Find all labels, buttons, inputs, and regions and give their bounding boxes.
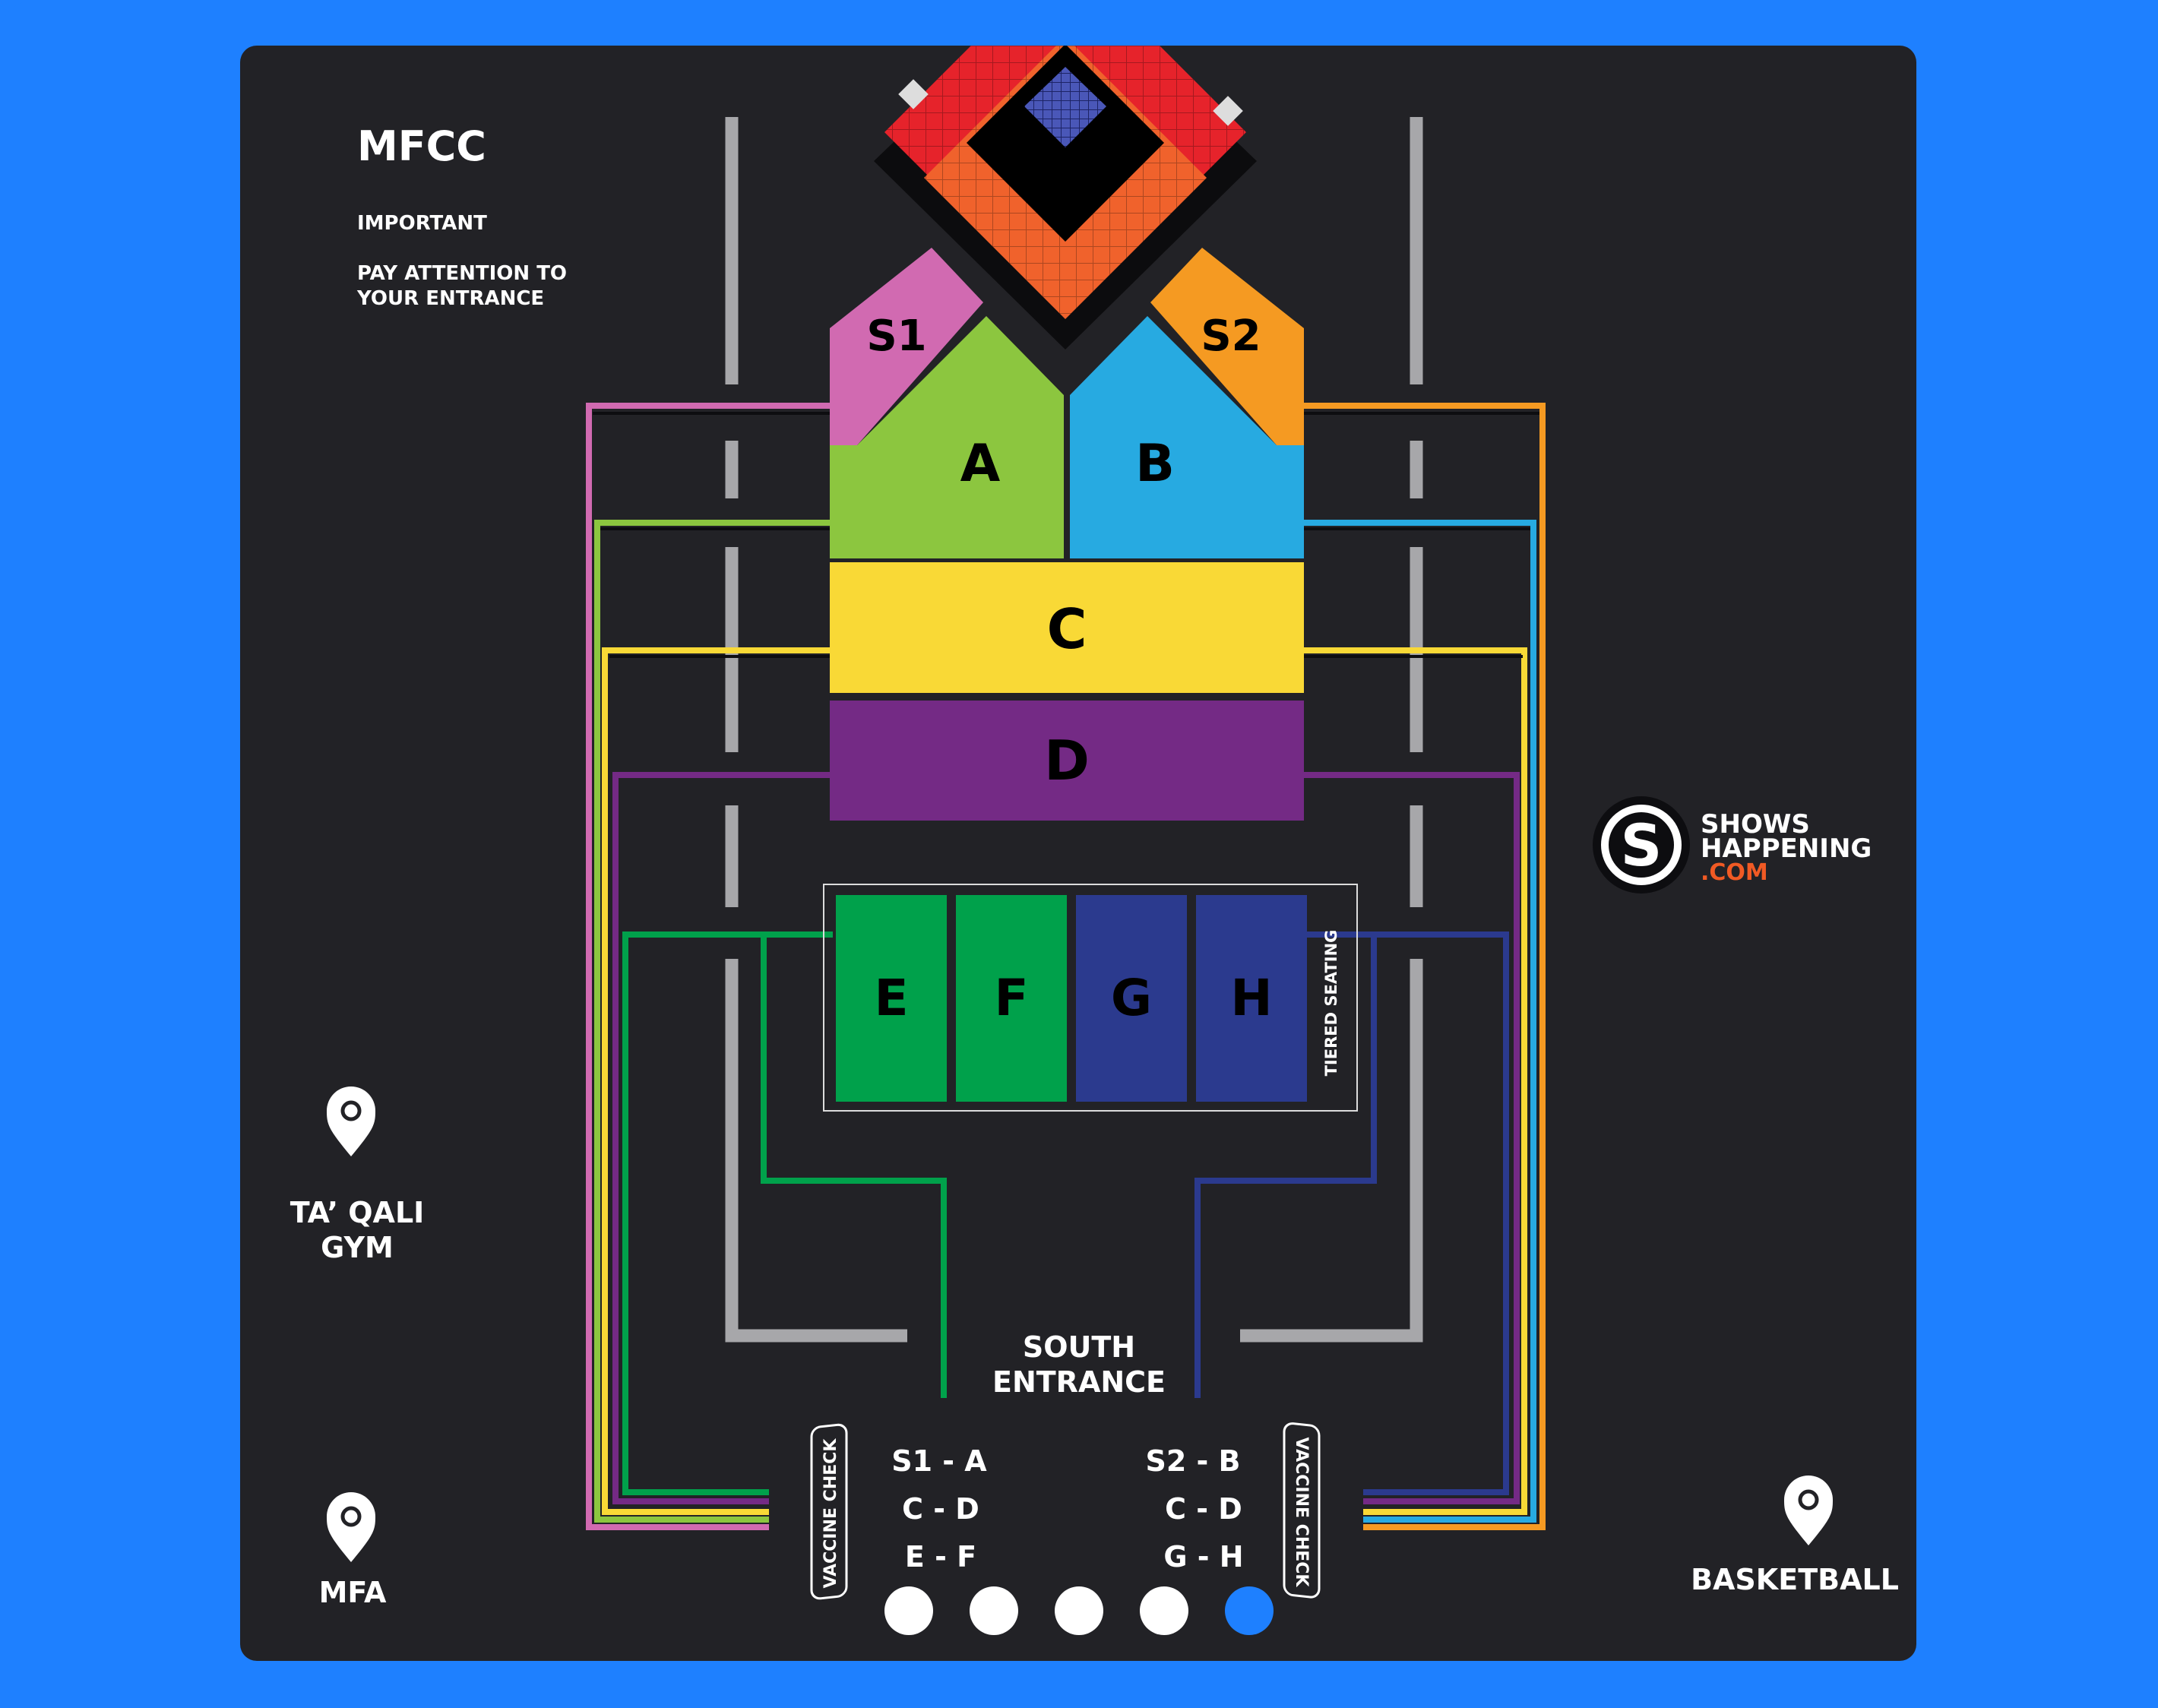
tiered-seating-box [823,884,1358,1112]
notice-line-1: PAY ATTENTION TO [357,262,567,285]
section-s2[interactable] [1150,248,1304,445]
section-e-label: E [874,969,908,1027]
pin-basketball[interactable] [1784,1476,1833,1545]
section-s1[interactable] [830,248,983,445]
section-b[interactable] [1070,316,1304,558]
pagination-dots [884,1586,1274,1635]
vaccine-check-right-label: VACCINE CHECK [1292,1438,1311,1588]
route-left-3: E - F [905,1540,976,1574]
entrance-line-2: ENTRANCE [992,1365,1166,1399]
notice-line-2: YOUR ENTRANCE [356,287,544,310]
section-a[interactable] [830,316,1064,558]
section-f[interactable] [956,895,1067,1102]
section-e[interactable] [836,895,947,1102]
section-c[interactable] [830,562,1304,693]
taqali-gym-line-1: TA’ QALI [290,1196,425,1229]
section-g[interactable] [1076,895,1187,1102]
seating-plan: S1 S2 A B C D E F G H TIERED SEATING MFC… [290,46,1899,1635]
section-g-label: G [1111,969,1152,1027]
section-connectors [593,412,1539,658]
logo-letter: S [1621,811,1663,879]
showshappening-logo[interactable]: S SHOWS HAPPENING .COM [1593,796,1872,894]
tiered-seating-label: TIERED SEATING [1322,930,1340,1077]
venue-title: MFCC [357,122,486,170]
entrance-line-1: SOUTH [1023,1330,1135,1364]
section-b-label: B [1135,434,1175,494]
section-s1-label: S1 [866,312,926,361]
brand-line-1: SHOWS [1701,809,1810,840]
route-right-3: G - H [1163,1540,1243,1574]
brand-line-2: HAPPENING [1701,833,1872,864]
pin-mfa[interactable] [327,1492,375,1562]
pagination-dot-2[interactable] [970,1586,1018,1635]
section-a-label: A [960,434,1001,494]
pagination-dot-1[interactable] [884,1586,933,1635]
vaccine-check-left-label: VACCINE CHECK [821,1438,840,1589]
section-d-label: D [1044,729,1090,792]
arena-court [874,46,1257,350]
basketball-label: BASKETBALL [1691,1563,1899,1596]
section-d[interactable] [830,701,1304,821]
pagination-dot-5[interactable] [1225,1586,1274,1635]
section-h[interactable] [1196,895,1307,1102]
map-pin-icon [327,1492,375,1562]
section-f-label: F [994,969,1028,1027]
mfa-label: MFA [319,1576,387,1609]
important-label: IMPORTANT [357,212,487,235]
route-left-2: C - D [902,1492,979,1526]
section-c-label: C [1047,597,1087,661]
brand-line-3: .COM [1701,859,1768,886]
venue-map: S1 S2 A B C D E F G H TIERED SEATING MFC… [240,46,1916,1661]
section-h-label: H [1230,969,1272,1027]
route-right-2: C - D [1165,1492,1242,1526]
taqali-gym-line-2: GYM [321,1231,394,1264]
seating-sections [823,248,1358,1112]
entrance-routes [586,403,1546,1530]
vaccine-check-right: VACCINE CHECK [1283,1422,1321,1599]
map-pin-icon [1784,1476,1833,1545]
pin-taqali-gym[interactable] [327,1086,375,1156]
map-pin-icon [327,1086,375,1156]
pagination-dot-4[interactable] [1140,1586,1188,1635]
vaccine-check-left: VACCINE CHECK [810,1423,848,1600]
pagination-dot-3[interactable] [1055,1586,1103,1635]
section-s2-label: S2 [1201,312,1261,361]
route-left-1: S1 - A [891,1444,987,1478]
route-right-1: S2 - B [1145,1444,1240,1478]
